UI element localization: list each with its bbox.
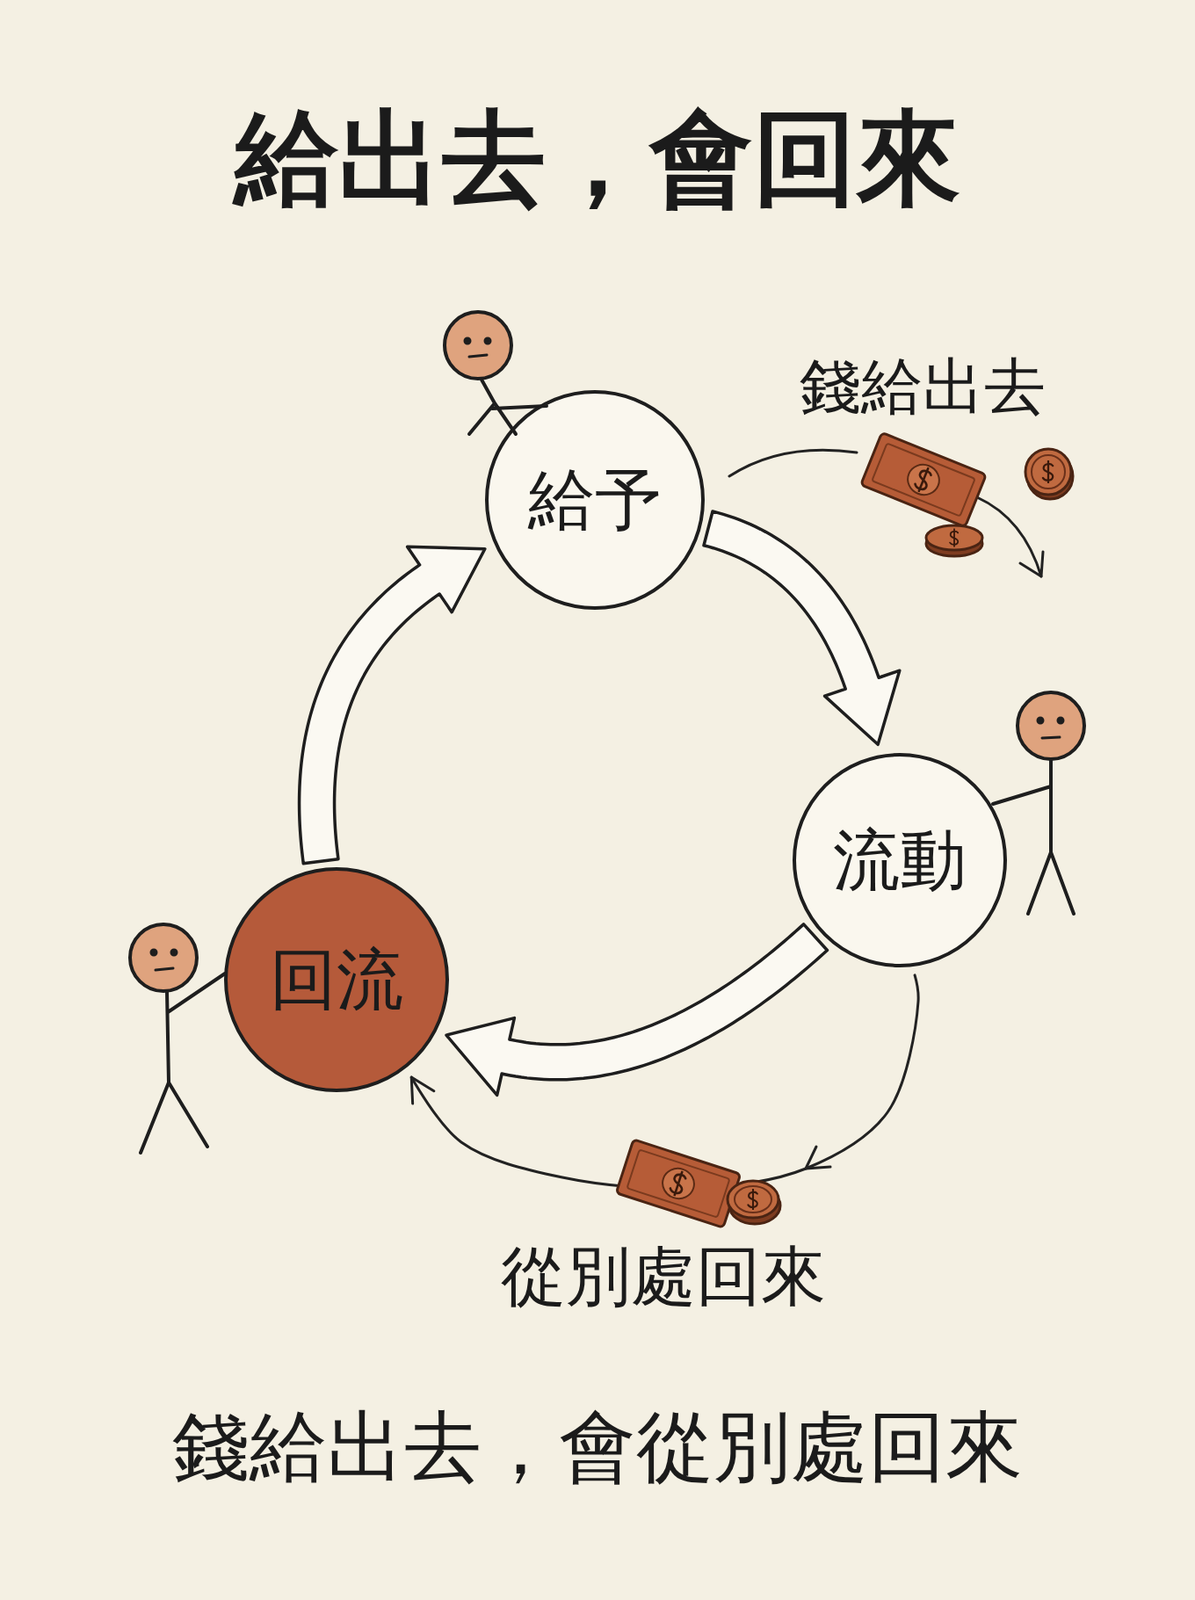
dollar-symbol	[1042, 461, 1053, 483]
cycle-node: 回流	[224, 867, 450, 1093]
dollar-symbol	[668, 1170, 688, 1198]
figure-eye	[152, 950, 157, 956]
banknote-icon	[861, 432, 987, 527]
dollar-symbol	[949, 528, 958, 547]
edge-label: 從別處回來	[456, 1233, 870, 1319]
cycle-node: 流動	[792, 753, 1007, 968]
coin-rim	[1031, 455, 1065, 489]
banknote-seal	[903, 459, 944, 500]
hollow-arrow	[446, 924, 827, 1096]
figure-eye	[465, 339, 471, 344]
money-leader	[729, 449, 857, 477]
coin-edge	[926, 531, 983, 557]
cycle-arrow	[446, 924, 827, 1096]
figure-body	[140, 973, 225, 1153]
money-flow-arrow	[411, 975, 919, 1189]
stick-figure	[130, 924, 225, 1153]
banknote-icon	[615, 1139, 741, 1228]
coin-icon	[1025, 449, 1073, 500]
node-label: 給予	[528, 463, 662, 537]
figure-body	[992, 759, 1074, 914]
node-text-box: 回流	[224, 867, 450, 1093]
leader-arrowhead	[805, 1146, 831, 1169]
coin-icon	[926, 525, 983, 557]
banknote-border	[627, 1149, 731, 1217]
coin-face	[727, 1180, 779, 1218]
banknote-border	[871, 442, 975, 516]
figure-eye	[172, 950, 177, 956]
banknote-body	[861, 432, 987, 527]
coin-edge	[1027, 453, 1073, 500]
figure-mouth	[1042, 737, 1060, 739]
stick-figure	[992, 692, 1085, 914]
figure-head	[444, 311, 512, 379]
cycle-arrow	[299, 546, 486, 863]
coin-icon	[727, 1180, 781, 1224]
circle-shape	[225, 869, 448, 1091]
figure-head	[130, 924, 197, 992]
hollow-arrow	[299, 546, 486, 863]
hollow-arrow	[703, 511, 900, 745]
connector-line	[411, 975, 919, 1189]
annotation-label: 錢給出去	[764, 344, 1081, 429]
figure-mouth	[155, 968, 174, 971]
figure-head	[1017, 692, 1085, 760]
coin-face	[926, 525, 983, 551]
figure-eye	[1058, 718, 1064, 724]
figure-eye	[1038, 718, 1043, 724]
banknote-body	[615, 1139, 741, 1228]
node-label: 回流	[269, 942, 404, 1017]
money-leader	[977, 497, 1042, 577]
figure-mouth	[469, 354, 487, 357]
arrowhead	[411, 1077, 435, 1104]
leader-arrowhead	[1020, 551, 1043, 577]
title-text: 給出去，會回來	[0, 96, 1195, 220]
circle-shape	[486, 391, 703, 609]
coin-face	[1025, 449, 1072, 495]
coin-rim	[734, 1186, 772, 1213]
figure-eye	[485, 339, 491, 344]
node-label: 流動	[832, 823, 967, 898]
dollar-symbol	[912, 465, 934, 493]
cycle-node: 給予	[485, 390, 705, 610]
coin-edge	[729, 1187, 781, 1224]
node-text-box: 給予	[485, 390, 705, 610]
cycle-arrow	[703, 511, 900, 745]
dollar-symbol	[747, 1189, 757, 1210]
caption-text: 錢給出去，會從別處回來	[0, 1398, 1195, 1496]
circle-shape	[794, 754, 1006, 966]
node-text-box: 流動	[792, 753, 1007, 968]
banknote-seal	[659, 1164, 699, 1203]
